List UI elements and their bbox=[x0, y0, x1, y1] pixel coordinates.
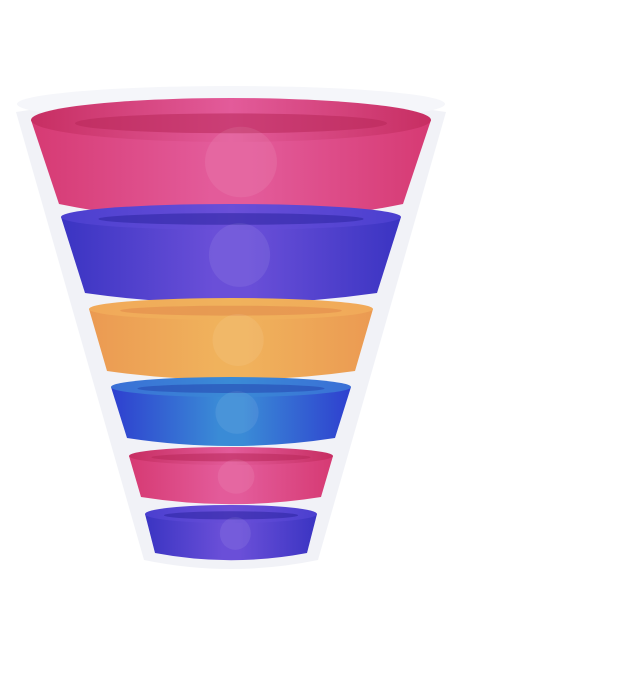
layer-4-highlight bbox=[215, 391, 259, 434]
layer-5-body bbox=[129, 456, 333, 505]
layer-1-body bbox=[31, 120, 431, 222]
layer-3-highlight bbox=[212, 313, 264, 367]
layer-4-body bbox=[111, 387, 351, 446]
funnel-layer-5 bbox=[129, 447, 333, 505]
funnel-layer-1 bbox=[31, 98, 431, 222]
layer-5-highlight bbox=[217, 459, 255, 494]
funnel-layers bbox=[31, 98, 431, 561]
funnel-layer-3 bbox=[89, 298, 373, 380]
layer-6-highlight bbox=[219, 517, 251, 550]
layer-5-opening bbox=[151, 453, 311, 462]
layer-4-opening bbox=[137, 384, 325, 393]
funnel-layer-4 bbox=[111, 377, 351, 446]
funnel-layer-2 bbox=[61, 204, 401, 304]
layer-2-highlight bbox=[208, 223, 271, 287]
layer-3-body bbox=[89, 309, 373, 380]
layer-2-opening bbox=[98, 213, 364, 225]
layer-1-highlight bbox=[205, 126, 277, 198]
layer-3-opening bbox=[120, 305, 342, 316]
layer-6-body bbox=[145, 514, 317, 561]
funnel-layer-6 bbox=[145, 505, 317, 561]
layer-2-body bbox=[61, 217, 401, 304]
layer-6-opening bbox=[163, 511, 299, 520]
layer-1-opening bbox=[75, 113, 387, 134]
